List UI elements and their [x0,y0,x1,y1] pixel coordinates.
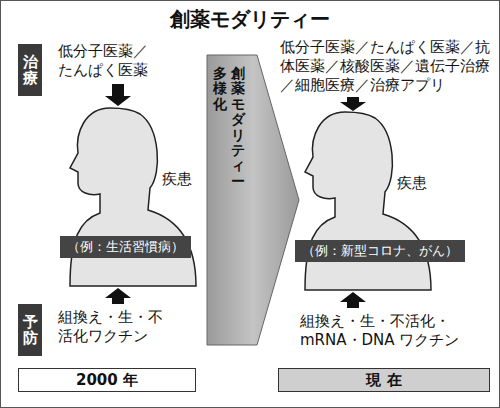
category-tag: 治療 [18,44,42,96]
category-tag: 予防 [18,304,42,356]
head-silhouette [305,112,435,290]
head-silhouette [70,108,200,286]
category-label: 予防 [23,314,38,347]
down-arrow [340,97,366,111]
treatment-list: 低分子医薬／たんぱく医薬／抗体医薬／核酸医薬／遺伝子治療／細胞医療／治療アプリ [280,38,496,94]
transition-arrow: 創薬モダリティー多様化 [205,52,301,348]
era-label: 2000 年 [76,371,138,390]
era-box: 2000 年 [18,368,196,392]
patient-head: （例：生活習慣病） 疾患 [70,108,200,286]
example-band: （例：生活習慣病） [60,236,191,258]
treatment-list: 低分子医薬／たんぱく医薬 [58,42,154,80]
arrow-label: 創薬モダリティー [231,66,245,189]
down-arrow [105,84,131,106]
disease-label: 疾患 [397,174,427,193]
head-outline [305,112,431,290]
patient-head: （例：新型コロナ、がん）疾患 [305,112,435,290]
disease-label: 疾患 [162,170,192,189]
up-arrow [105,288,131,304]
vaccine-list: 組換え・生・不活化・mRNA・DNA ワクチン [300,312,465,350]
arrow-outline [207,55,299,345]
example-text: （例：生活習慣病） [67,238,184,256]
example-text: （例：新型コロナ、がん） [302,242,458,260]
category-label: 治療 [23,54,38,87]
example-band: （例：新型コロナ、がん） [295,240,465,262]
title: 創薬モダリティー [0,6,500,33]
vaccine-list: 組換え・生・不活化ワクチン [58,308,170,346]
up-arrow [340,292,366,308]
arrow-label: 多様化 [213,66,227,189]
head-outline [70,108,196,286]
era-box: 現 在 [278,368,490,392]
era-label: 現 在 [366,371,401,390]
vertical-text-group: 創薬モダリティー多様化 [213,66,245,189]
